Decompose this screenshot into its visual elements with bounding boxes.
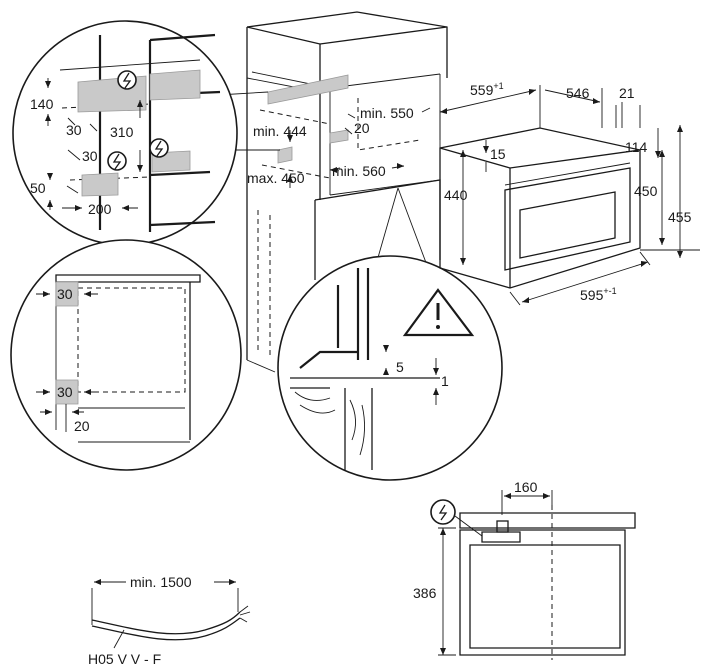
dim-min-550: min. 550 (360, 105, 414, 121)
dim-21: 21 (619, 85, 635, 101)
dim-15: 15 (490, 146, 506, 162)
dim-440: 440 (444, 187, 468, 203)
dim-30-a: 30 (57, 286, 73, 302)
dim-559-sup: +1 (493, 81, 503, 91)
dim-559-value: 559 (470, 82, 494, 98)
detail-circle-bottom-left (10, 239, 242, 471)
dim-min-560: min. 560 (332, 163, 386, 179)
dim-450: 450 (634, 183, 658, 199)
oven-3d (439, 85, 700, 306)
detail-circle-bottom-right (277, 187, 503, 481)
dim-30-top: 30 (66, 122, 82, 138)
dim-595-value: 595 (580, 287, 604, 303)
detail-circle-top (12, 20, 238, 246)
dim-30-b: 30 (57, 384, 73, 400)
dim-min-444: min. 444 (253, 123, 307, 139)
cabinet-dimensions (287, 107, 431, 188)
cable-min-length: min. 1500 (130, 574, 192, 590)
dim-20-b: 20 (74, 418, 90, 434)
dim-50: 50 (30, 180, 46, 196)
dim-546: 546 (566, 85, 590, 101)
dim-200: 200 (88, 201, 112, 217)
cable-type-label: H05 V V - F (88, 651, 161, 667)
cabinet-drawing (217, 11, 448, 373)
dim-160: 160 (514, 479, 538, 495)
dim-595-sup: +-1 (603, 286, 616, 296)
power-cable (91, 579, 251, 649)
dim-30-mid: 30 (82, 148, 98, 164)
dim-455: 455 (668, 209, 692, 225)
dim-386: 386 (413, 585, 437, 601)
dim-595: 595+-1 (580, 286, 617, 303)
dim-114: 114 (625, 139, 648, 155)
dim-1: 1 (441, 373, 449, 389)
dim-559: 559+1 (470, 81, 504, 98)
dim-5: 5 (396, 359, 404, 375)
dim-140: 140 (30, 96, 54, 112)
dim-310: 310 (110, 124, 134, 140)
oven-front-view (430, 490, 636, 660)
dim-20: 20 (354, 120, 370, 136)
dim-max-450: max. 450 (247, 170, 305, 186)
